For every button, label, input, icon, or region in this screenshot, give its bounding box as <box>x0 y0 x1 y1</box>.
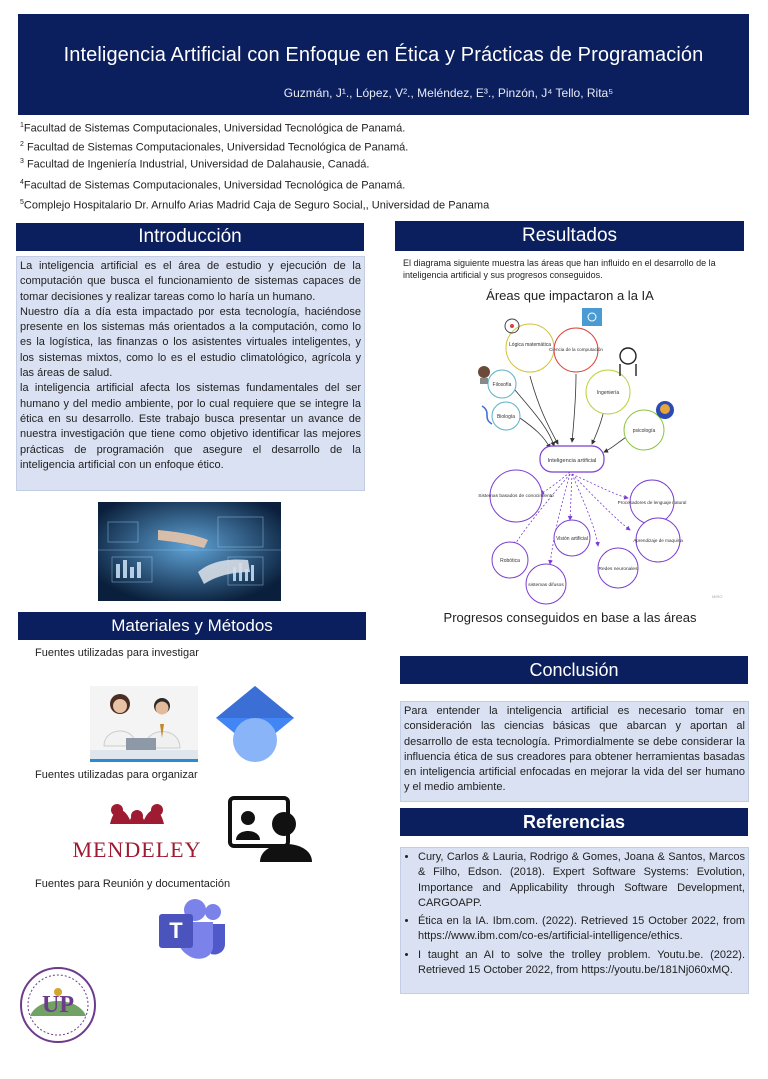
affiliation-1: 1Facultad de Sistemas Computacionales, U… <box>20 122 406 135</box>
results-intro: El diagrama siguiente muestra las áreas … <box>403 258 716 280</box>
people-laptop-image <box>90 686 198 762</box>
references-heading-banner: Referencias <box>400 808 748 836</box>
conclusion-text: Para entender la inteligencia artificial… <box>400 701 749 802</box>
label-investigate: Fuentes utilizadas para investigar <box>35 647 199 659</box>
node-biologia: Biología <box>497 414 515 420</box>
results-heading: Resultados <box>521 225 618 246</box>
intro-paragraph-2: Nuestro día a día esta impactado por est… <box>20 305 361 380</box>
philosopher-icon <box>478 366 490 384</box>
intro-heading: Introducción <box>138 226 242 247</box>
node-center: Inteligencia artificial <box>548 458 597 464</box>
psychology-head-icon <box>656 401 674 419</box>
authors-line: Guzmán, J¹., López, V²., Meléndez, E³., … <box>283 86 614 100</box>
label-organize: Fuentes utilizadas para organizar <box>35 769 198 781</box>
reference-2: Ética en la IA. Ibm.com. (2022). Retriev… <box>418 914 745 945</box>
node-ingenieria: Ingeniería <box>597 390 619 396</box>
mendeley-icon <box>110 804 164 824</box>
references-list: Cury, Carlos & Lauria, Rodrigo & Gomes, … <box>404 850 745 978</box>
intro-paragraph-1: La inteligencia artificial es el área de… <box>20 260 361 303</box>
node-robotica: Robótica <box>500 558 520 564</box>
diagram-watermark: MIRO <box>712 594 722 599</box>
affiliation-3: 3 Facultad de Ingeniería Industrial, Uni… <box>20 158 370 171</box>
intro-text-box: La inteligencia artificial es el área de… <box>16 256 365 491</box>
university-logo: UP <box>18 966 98 1044</box>
reference-1: Cury, Carlos & Lauria, Rodrigo & Gomes, … <box>418 850 745 911</box>
dna-icon <box>481 405 493 425</box>
conclusion-heading: Conclusión <box>529 660 619 680</box>
node-difusos: sistemas difusos <box>528 582 564 588</box>
university-logo-letters: UP <box>42 992 74 1018</box>
references-heading: Referencias <box>522 812 626 832</box>
progress-title: Progresos conseguidos en base a las área… <box>443 610 697 625</box>
affiliation-2: 2 Facultad de Sistemas Computacionales, … <box>20 141 409 154</box>
ia-areas-diagram: Lógica matemática Ciencia de la computac… <box>458 306 728 606</box>
node-vision: Visión artificial <box>556 536 588 542</box>
conclusion-heading-banner: Conclusión <box>400 656 748 684</box>
results-heading-banner: Resultados <box>395 221 744 251</box>
poster-header: Inteligencia Artificial con Enfoque en É… <box>18 14 749 115</box>
mendeley-logo: MENDELEY <box>70 796 204 862</box>
node-redes: Redes neuronales <box>599 566 639 572</box>
node-logica: Lógica matemática <box>509 342 551 348</box>
methods-heading: Materiales y Métodos <box>111 616 273 635</box>
node-sistemas-conocimiento: Sistemas basados de conocimiento <box>478 493 554 499</box>
methods-heading-banner: Materiales y Métodos <box>18 612 366 640</box>
diagram-title: Áreas que impactaron a la IA <box>486 288 654 303</box>
reference-3: I taught an AI to solve the trolley prob… <box>418 948 745 979</box>
affiliation-5: 5Complejo Hospitalario Dr. Arnulfo Arias… <box>20 199 490 212</box>
computer-icon <box>582 308 602 326</box>
node-filosofia: Filosofía <box>493 382 512 388</box>
affiliation-4: 4Facultad de Sistemas Computacionales, U… <box>20 179 406 192</box>
meeting-users-icon <box>228 796 314 862</box>
google-scholar-icon <box>214 684 296 766</box>
node-psicologia: psicología <box>633 428 656 434</box>
poster-title: Inteligencia Artificial con Enfoque en É… <box>63 44 704 66</box>
label-meeting: Fuentes para Reunión y documentación <box>35 878 231 890</box>
node-ciencia: Ciencia de la computación <box>549 347 603 352</box>
ai-hand-image <box>98 502 281 601</box>
node-aprendizaje: Aprendizaje de maquina <box>633 538 683 543</box>
intro-paragraph-3: la inteligencia artificial afecta los si… <box>20 382 361 471</box>
robot-hands-icon <box>619 347 637 376</box>
intro-heading-banner: Introducción <box>16 223 364 251</box>
references-box: Cury, Carlos & Lauria, Rodrigo & Gomes, … <box>400 847 749 994</box>
node-lenguaje-natural: Procesadores de lenguaje natural <box>618 500 687 505</box>
brain-gear-icon <box>504 318 520 334</box>
mendeley-wordmark: MENDELEY <box>72 837 202 862</box>
teams-icon: T <box>157 898 227 962</box>
teams-letter: T <box>169 918 183 943</box>
